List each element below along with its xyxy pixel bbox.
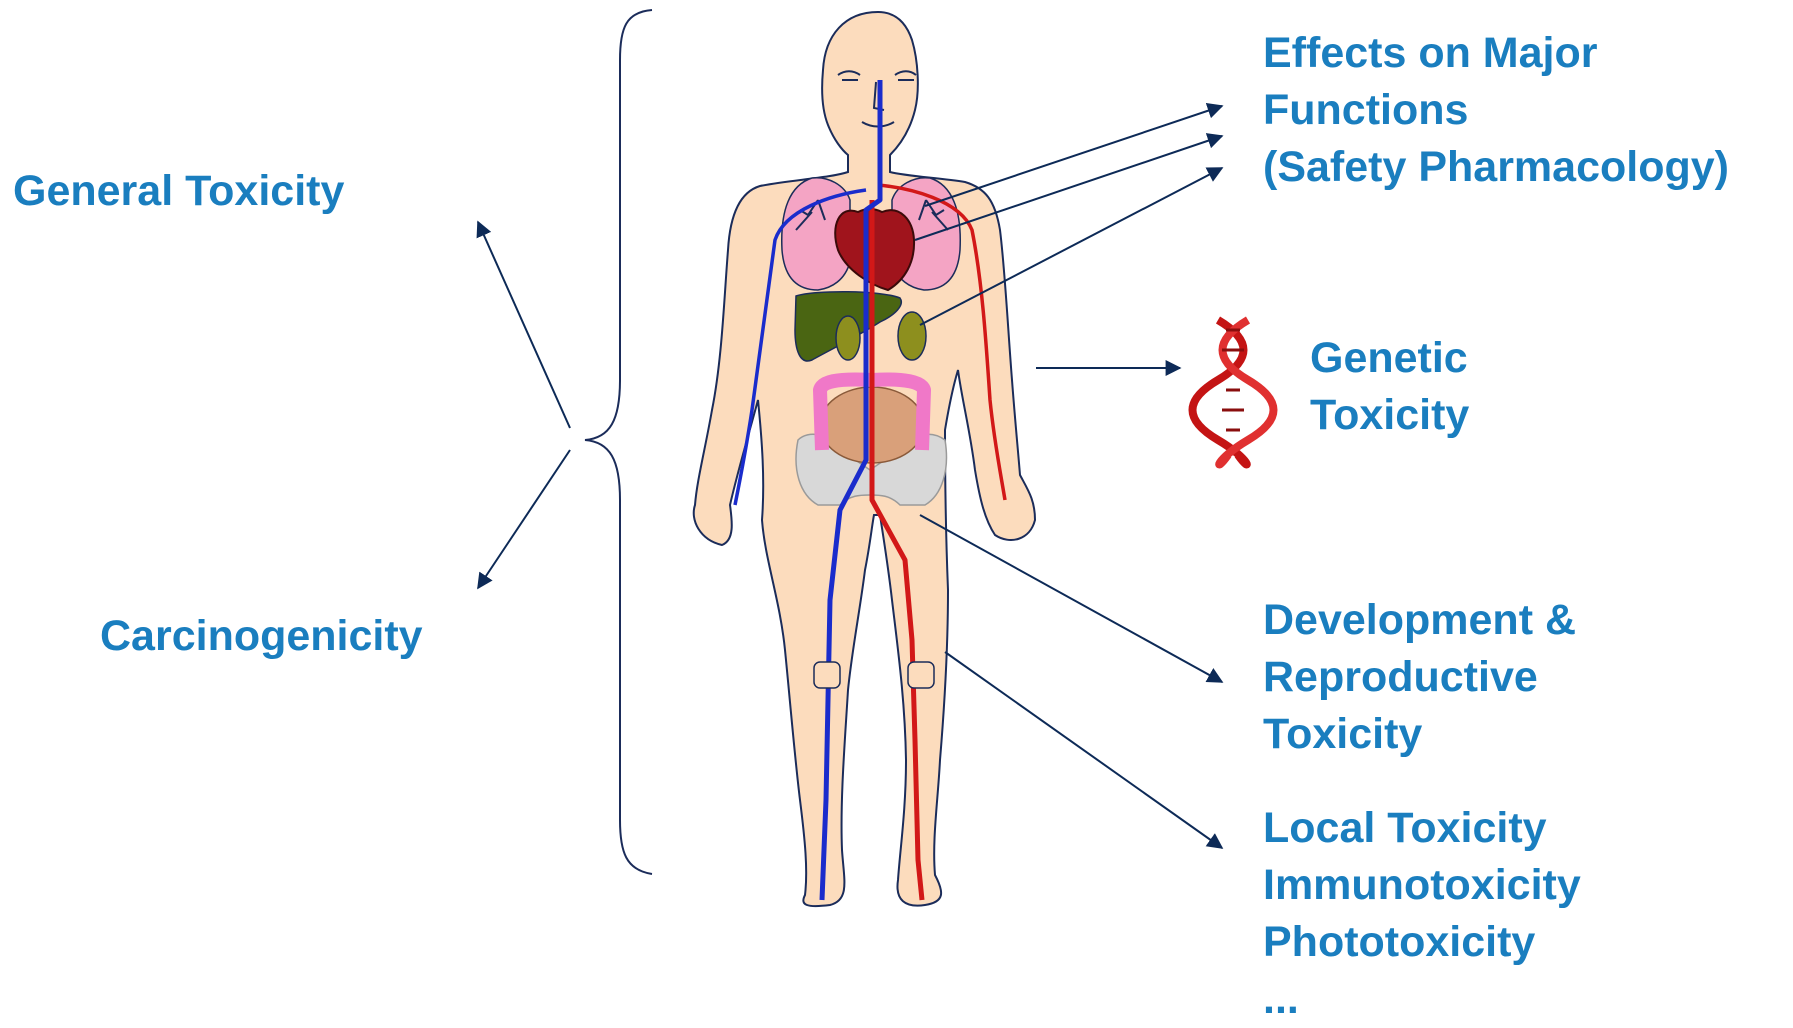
left-kidney (836, 316, 860, 360)
arrow-to-carcinogenicity (478, 450, 570, 588)
local-toxicity-text: Local Toxicity (1263, 800, 1581, 857)
arrow-to-local (945, 652, 1222, 848)
development-line-2: Reproductive (1263, 649, 1576, 706)
other-toxicities-label: Local Toxicity Immunotoxicity Phototoxic… (1263, 800, 1581, 1028)
right-kidney (898, 312, 926, 360)
arrow-to-general-toxicity (478, 222, 570, 428)
general-toxicity-text: General Toxicity (13, 163, 344, 220)
right-knee (908, 662, 934, 688)
safety-pharmacology-label: Effects on Major Functions (Safety Pharm… (1263, 25, 1729, 196)
arrow-to-development (920, 515, 1222, 682)
carcinogenicity-text: Carcinogenicity (100, 608, 423, 665)
ellipsis-text: ... (1263, 971, 1581, 1028)
left-knee (814, 662, 840, 688)
development-line-3: Toxicity (1263, 706, 1576, 763)
phototoxicity-text: Phototoxicity (1263, 914, 1581, 971)
immunotoxicity-text: Immunotoxicity (1263, 857, 1581, 914)
human-body-icon (694, 12, 1035, 906)
safety-pharmacology-line-2: Functions (1263, 82, 1729, 139)
development-line-1: Development & (1263, 592, 1576, 649)
dna-helix-icon (1193, 320, 1274, 464)
genetic-toxicity-line-1: Genetic (1310, 330, 1469, 387)
carcinogenicity-label: Carcinogenicity (100, 608, 423, 665)
development-reproductive-label: Development & Reproductive Toxicity (1263, 592, 1576, 763)
safety-pharmacology-line-3: (Safety Pharmacology) (1263, 139, 1729, 196)
genetic-toxicity-line-2: Toxicity (1310, 387, 1469, 444)
curly-brace (585, 10, 652, 874)
general-toxicity-label: General Toxicity (13, 163, 344, 220)
safety-pharmacology-line-1: Effects on Major (1263, 25, 1729, 82)
genetic-toxicity-label: Genetic Toxicity (1310, 330, 1469, 444)
